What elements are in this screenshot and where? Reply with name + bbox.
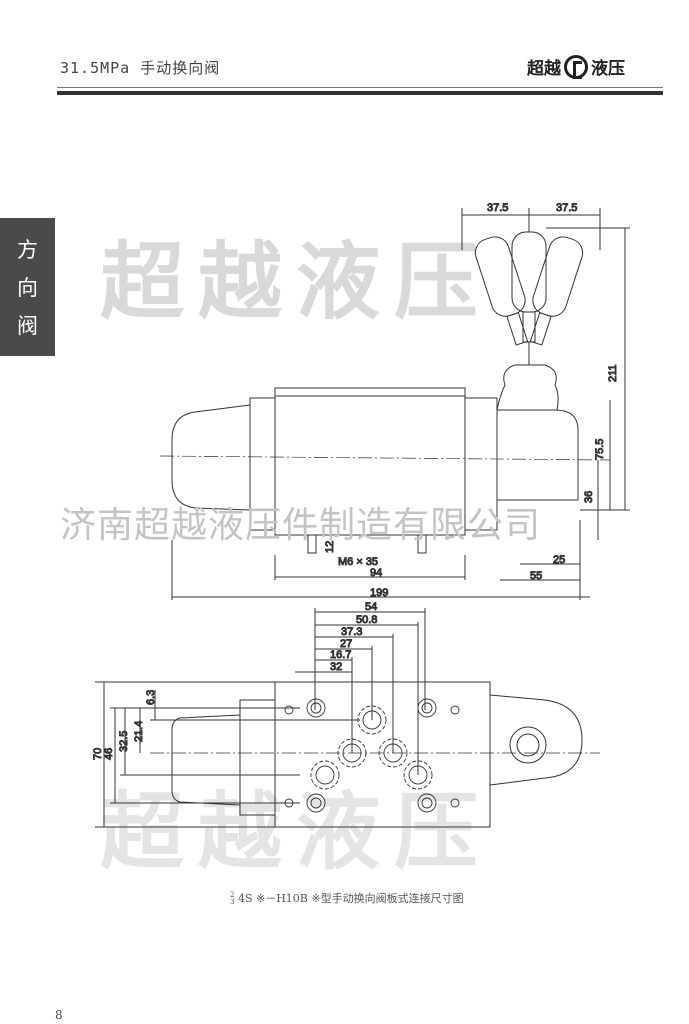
logo-text-right: 液压: [591, 59, 625, 79]
plan-view: [95, 608, 600, 828]
dim-bolt: M6 × 35: [338, 556, 378, 568]
handle-left: [474, 236, 529, 346]
page-number: 8: [55, 1008, 63, 1022]
watermark-bottom: 超越液压: [100, 782, 493, 881]
dim-h-32: 32: [330, 661, 342, 673]
section-tab: 方 向 阀: [0, 218, 55, 356]
dim-bolt-length: 12: [324, 541, 336, 553]
dim-height-base: 36: [583, 491, 595, 503]
dim-v-70: 70: [92, 748, 104, 760]
watermark-top: 超越液压: [100, 232, 493, 331]
logo-mark-icon: [564, 54, 588, 79]
dim-length-total: 199: [370, 587, 388, 599]
dim-height-total: 211: [607, 364, 619, 382]
dim-v-32-5: 32.5: [118, 731, 130, 752]
dim-v-46: 46: [103, 748, 115, 760]
dim-h-27: 27: [340, 638, 352, 650]
caption-fraction-top: 2: [230, 891, 235, 899]
caption-fraction: 2 3: [230, 892, 234, 906]
section-tab-char: 方: [17, 238, 38, 262]
side-view: [159, 208, 630, 600]
dim-handle-right: 37.5: [556, 202, 577, 214]
dim-h-50-8: 50.8: [356, 614, 377, 626]
figure-caption: 2 3 4S ※－H10B ※型手动换向阀板式连接尺寸图: [230, 890, 464, 906]
brand-logo: 超越 液压: [527, 54, 625, 79]
dim-h-37-3: 37.3: [341, 626, 362, 638]
dim-right-25: 25: [553, 554, 565, 566]
section-tab-char: 向: [17, 276, 38, 300]
page-header-title: 31.5MPa 手动换向阀: [60, 59, 221, 77]
dim-h-54: 54: [365, 601, 377, 613]
logo-text-left: 超越: [527, 59, 561, 79]
handle-right: [529, 236, 584, 346]
section-tab-char: 阀: [17, 314, 38, 338]
dim-v-21-4: 21.4: [133, 721, 145, 742]
dim-right-55: 55: [530, 570, 542, 582]
caption-fraction-bottom: 3: [230, 898, 235, 906]
caption-text: 4S ※－H10B ※型手动换向阀板式连接尺寸图: [237, 892, 464, 905]
watermark-company: 济南超越液压件制造有限公司: [60, 505, 542, 546]
header-rule-thin: [57, 87, 663, 88]
header-rule-thick: [57, 91, 663, 95]
dim-height-mid: 75.5: [594, 439, 606, 460]
dim-h-16-7: 16.7: [330, 649, 351, 661]
dim-v-6-3: 6.3: [145, 690, 157, 705]
dim-mount-span: 94: [370, 567, 382, 579]
dim-handle-left: 37.5: [487, 202, 508, 214]
